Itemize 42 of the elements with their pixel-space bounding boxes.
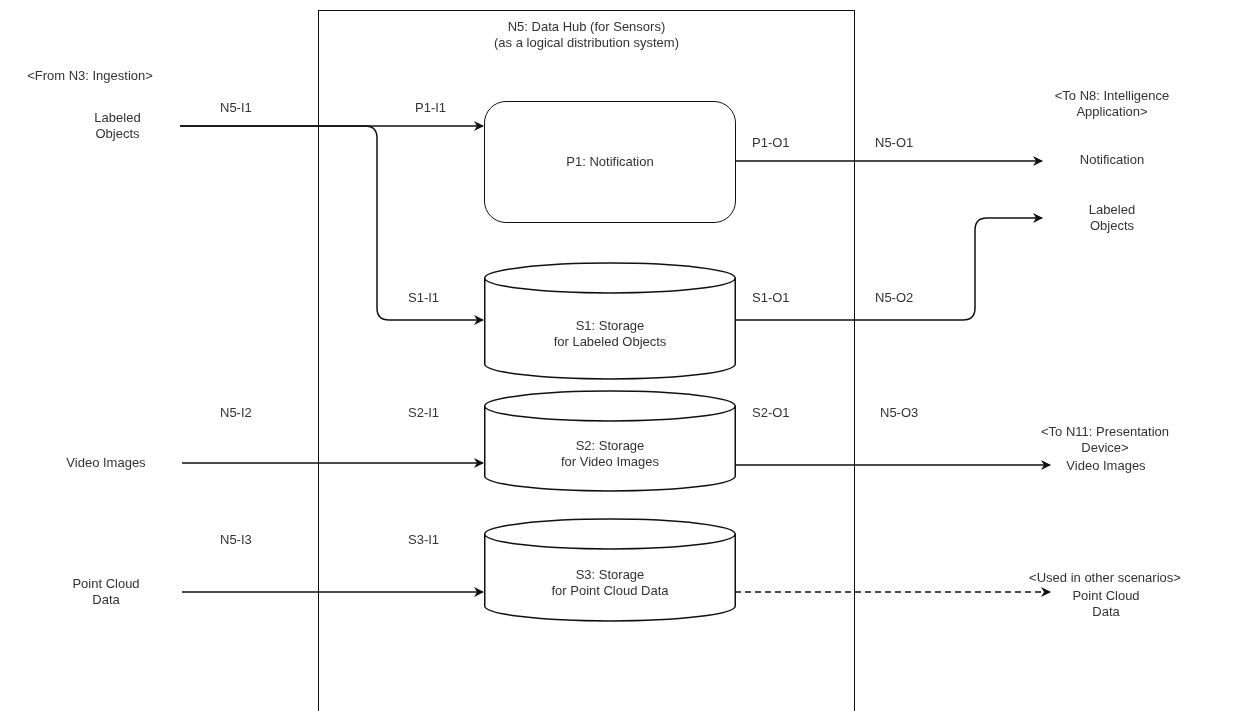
arrow bbox=[181, 458, 484, 468]
arrow bbox=[734, 213, 1043, 321]
endpoint-note: <To N8: Intelligence Application> bbox=[1053, 88, 1171, 120]
arrow bbox=[181, 587, 484, 597]
node-label: S3: Storage bbox=[575, 567, 645, 583]
endpoint-label: Video Images bbox=[66, 455, 146, 471]
port-label: N5-O1 bbox=[875, 135, 914, 150]
node-label: S2: Storage bbox=[575, 438, 645, 454]
port-label: S2-O1 bbox=[752, 405, 790, 420]
port-label: N5-I1 bbox=[220, 100, 252, 115]
endpoint-note: <From N3: Ingestion> bbox=[26, 68, 154, 84]
arrow bbox=[734, 587, 1051, 597]
arrow bbox=[734, 460, 1051, 470]
port-label: S1-O1 bbox=[752, 290, 790, 305]
endpoint-label: Point Cloud Data bbox=[1071, 588, 1141, 620]
node-label: S1: Storage bbox=[575, 318, 645, 334]
node-label: for Point Cloud Data bbox=[551, 583, 669, 599]
port-label: S2-I1 bbox=[408, 405, 440, 420]
arrow bbox=[734, 156, 1043, 166]
port-label: P1-O1 bbox=[752, 135, 790, 150]
hub-title: N5: Data Hub (for Sensors) bbox=[507, 19, 666, 35]
node-label: for Video Images bbox=[560, 454, 659, 470]
port-label: P1-I1 bbox=[415, 100, 447, 115]
endpoint-note: <To N11: Presentation Device> bbox=[1039, 424, 1170, 456]
node-label: for Labeled Objects bbox=[553, 334, 667, 350]
port-label: N5-I3 bbox=[220, 532, 252, 547]
arrow bbox=[179, 125, 484, 325]
endpoint-label: Notification bbox=[1079, 152, 1145, 168]
port-label: N5-O2 bbox=[875, 290, 914, 305]
endpoint-label: Point Cloud Data bbox=[71, 576, 141, 608]
process-box bbox=[484, 101, 736, 223]
port-label: N5-I2 bbox=[220, 405, 252, 420]
endpoint-label: Labeled Objects bbox=[93, 110, 142, 142]
node-label: P1: Notification bbox=[566, 154, 654, 170]
endpoint-note: <Used in other scenarios> bbox=[1028, 570, 1182, 586]
port-label: N5-O3 bbox=[880, 405, 919, 420]
hub-boundary-box bbox=[318, 10, 855, 711]
port-label: S1-I1 bbox=[408, 290, 440, 305]
endpoint-label: Labeled Objects bbox=[1087, 202, 1137, 234]
endpoint-label: Video Images bbox=[1066, 458, 1146, 474]
port-label: S3-I1 bbox=[408, 532, 440, 547]
hub-title: (as a logical distribution system) bbox=[494, 35, 679, 51]
